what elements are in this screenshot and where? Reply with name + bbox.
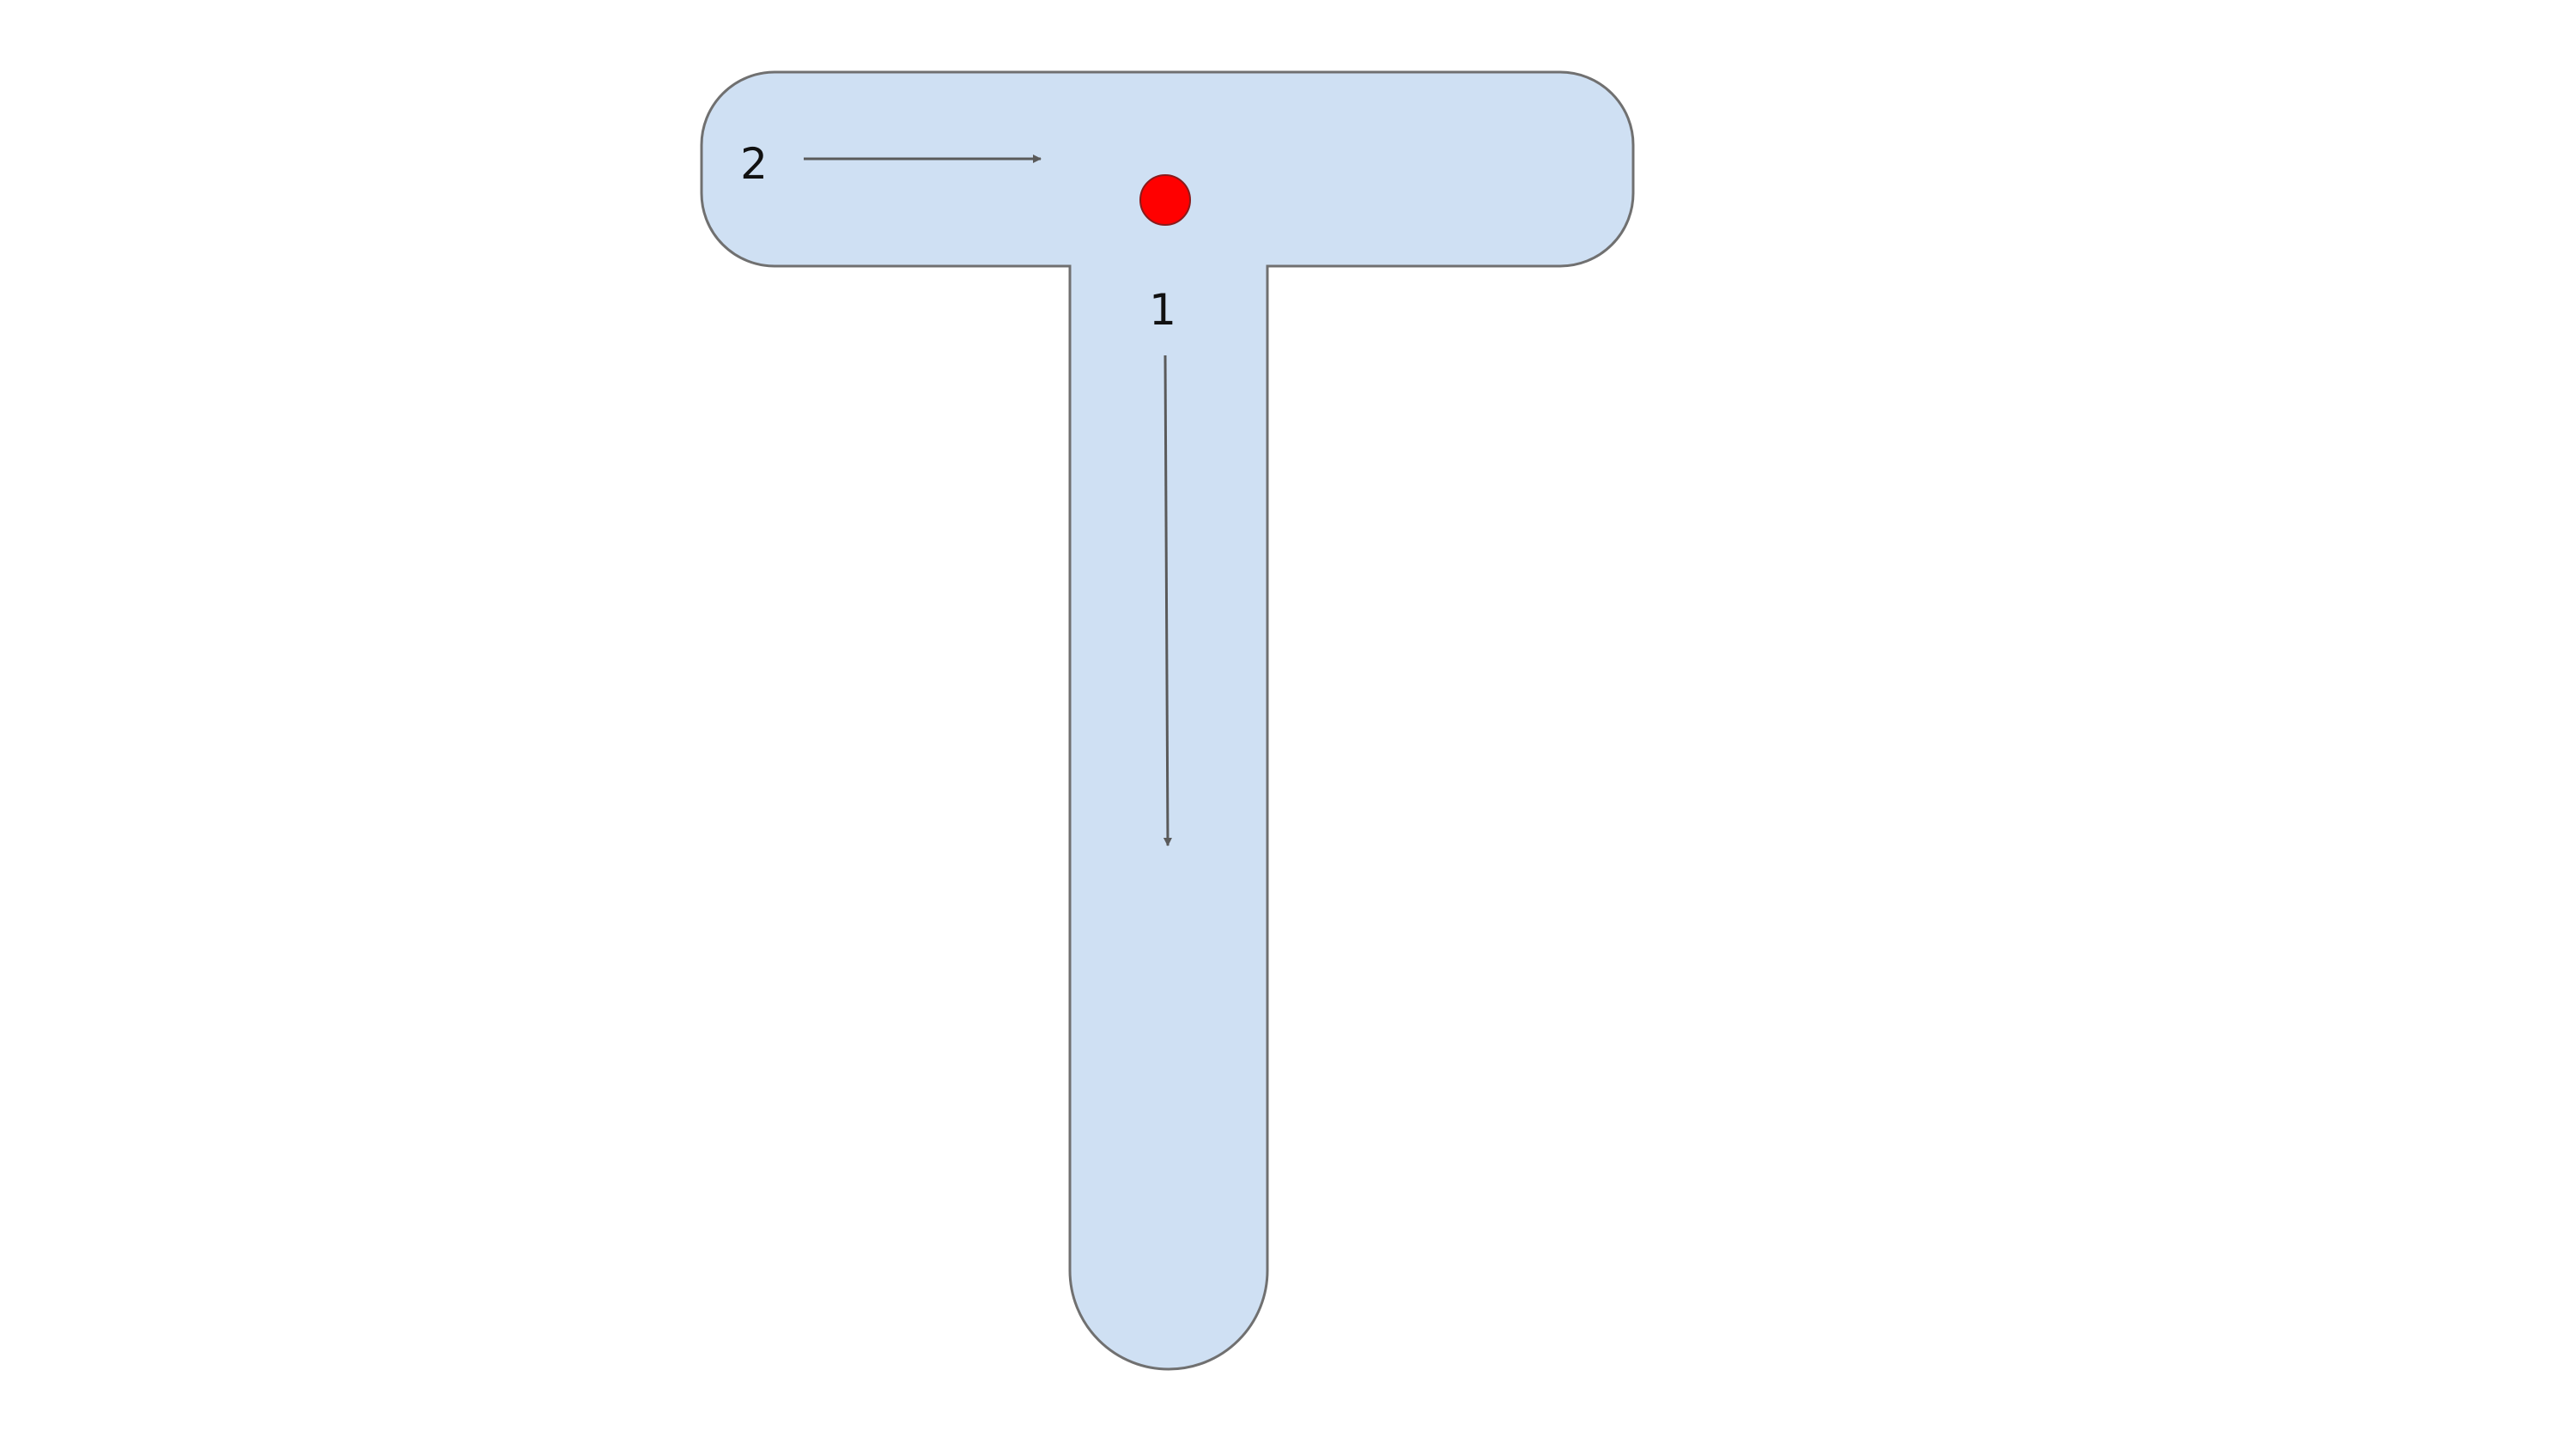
red-marker-dot xyxy=(1139,174,1191,226)
step-1-label: 1 xyxy=(1149,285,1176,335)
step-2-label: 2 xyxy=(740,139,768,189)
step-1-arrow xyxy=(1163,355,1172,846)
